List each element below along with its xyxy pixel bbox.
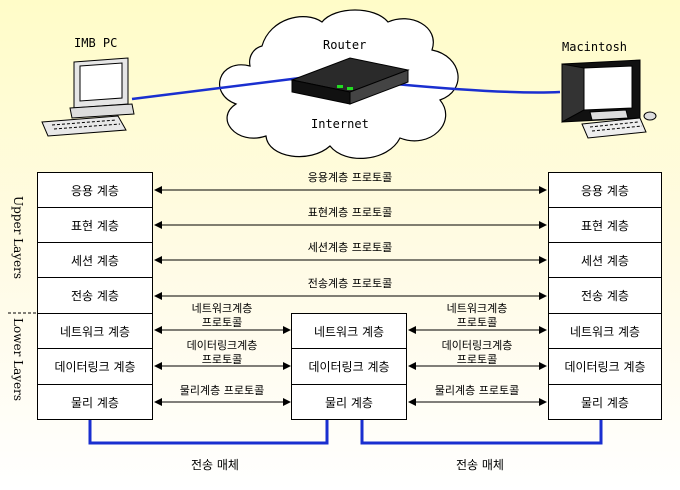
protocol-left-network: 네트워크계층 프로토콜 (160, 302, 284, 330)
protocol-left-datalink-line1: 데이터링크계층 (186, 339, 258, 352)
medium-right-label: 전송 매체 (456, 458, 504, 472)
mac-icon (561, 59, 657, 139)
left-layer-datalink: 데이터링크 계층 (37, 348, 153, 385)
protocol-right-physical-line1: 물리계층 프로토콜 (434, 384, 520, 397)
left-layer-network: 네트워크 계층 (37, 313, 153, 349)
protocol-right-datalink: 데이터링크계층 프로토콜 (414, 339, 540, 367)
protocol-right-physical: 물리계층 프로토콜 (414, 384, 540, 398)
right-pc-label: Macintosh (562, 40, 628, 54)
protocol-right-datalink-line1: 데이터링크계층 (441, 339, 513, 352)
protocol-presentation: 표현계층 프로토콜 (307, 206, 393, 219)
protocol-left-datalink-line2: 프로토콜 (201, 353, 243, 366)
right-layer-session: 세션 계층 (548, 242, 662, 278)
protocol-left-physical: 물리계층 프로토콜 (160, 384, 284, 398)
right-layer-network: 네트워크 계층 (548, 313, 662, 349)
protocol-left-network-line1: 네트워크계층 (191, 302, 253, 315)
protocol-right-network-line2: 프로토콜 (456, 316, 498, 329)
left-layer-application: 응용 계층 (37, 172, 153, 208)
internet-label: Internet (311, 117, 369, 131)
right-layer-physical: 물리 계층 (548, 384, 662, 420)
right-layer-application: 응용 계층 (548, 172, 662, 208)
middle-layer-physical: 물리 계층 (291, 384, 407, 420)
lower-layers-label: Lower Layers (11, 318, 25, 402)
protocol-left-network-line2: 프로토콜 (201, 316, 243, 329)
router-label: Router (323, 38, 367, 52)
left-layer-transport: 전송 계층 (37, 277, 153, 314)
protocol-left-physical-line1: 물리계층 프로토콜 (179, 384, 265, 397)
protocol-right-datalink-line2: 프로토콜 (456, 353, 498, 366)
left-layer-presentation: 표현 계층 (37, 207, 153, 243)
pc-icon (41, 57, 135, 137)
left-layer-physical: 물리 계층 (37, 384, 153, 420)
right-layer-transport: 전송 계층 (548, 277, 662, 314)
protocol-transport: 전송계층 프로토콜 (307, 277, 393, 290)
link-right (394, 82, 561, 94)
protocol-session: 세션계층 프로토콜 (307, 241, 393, 254)
upper-layers-label: Upper Layers (11, 196, 25, 280)
protocol-left-datalink: 데이터링크계층 프로토콜 (160, 339, 284, 367)
medium-right (360, 420, 603, 445)
protocol-right-network-line1: 네트워크계층 (446, 302, 508, 315)
protocol-right-network: 네트워크계층 프로토콜 (414, 302, 540, 330)
router-icon (290, 57, 410, 105)
protocol-application: 응용계층 프로토콜 (307, 171, 393, 184)
middle-layer-datalink: 데이터링크 계층 (291, 348, 407, 385)
left-pc-label: IMB PC (74, 36, 118, 50)
medium-left (88, 420, 329, 445)
link-left (131, 76, 301, 101)
right-layer-datalink: 데이터링크 계층 (548, 348, 662, 385)
right-layer-presentation: 표현 계층 (548, 207, 662, 243)
middle-layer-network: 네트워크 계층 (291, 313, 407, 349)
left-layer-session: 세션 계층 (37, 242, 153, 278)
medium-left-label: 전송 매체 (191, 458, 239, 472)
